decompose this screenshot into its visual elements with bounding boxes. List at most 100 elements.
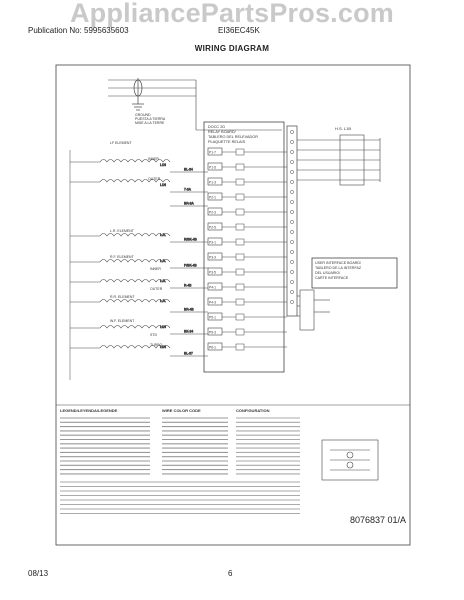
pin-mark (290, 280, 294, 284)
ground-symbol (132, 78, 144, 111)
relay (207, 147, 223, 156)
wire-code: P/BK-4B (184, 264, 197, 268)
relay-contact (235, 298, 245, 306)
relay-contact (235, 148, 245, 156)
pin-mark (290, 200, 294, 204)
element-label: TURBO (150, 343, 163, 347)
pin-mark (290, 270, 294, 274)
relay (207, 192, 223, 201)
relay-contact (235, 328, 245, 336)
relay-contact (235, 343, 245, 351)
relay (207, 162, 223, 171)
pin-mark (290, 190, 294, 194)
relay (207, 207, 223, 216)
relay (207, 237, 223, 246)
config-title: CONFIGURATION (236, 408, 270, 413)
element-label: INNER (148, 157, 159, 161)
connector-label: L1N (160, 345, 167, 349)
board-pin-label: P3-3 (209, 256, 216, 260)
board-label-4: PLAQUETTE RELAIS (208, 140, 246, 144)
legend-title: LEGEND/LEYENDA/LEGENDE (60, 408, 118, 413)
pin-marks (290, 130, 294, 304)
connector-label: L.R. (160, 233, 166, 237)
relay-contact (235, 253, 245, 261)
pin-mark (290, 260, 294, 264)
board-pin-label: P1-3 (209, 181, 216, 185)
diagram-frame (55, 64, 411, 546)
interface-label-2: TABLERO DE LA INTERFAZ (315, 266, 362, 270)
relay (207, 267, 223, 276)
interface-label-1: USER INTERFACE BOARD/ (315, 261, 361, 265)
interface-connectors (297, 289, 330, 331)
connector-label: L.R. (160, 259, 166, 263)
wire-code: R/BK-4B (184, 238, 198, 242)
board-pin-label: P5-3 (209, 331, 216, 335)
pin-mark (290, 290, 294, 294)
element-coil (99, 279, 171, 283)
wire-code: BK-34 (184, 330, 193, 334)
ground-label-1: GROUND (135, 113, 151, 117)
board-pin-label: P2-1 (209, 196, 216, 200)
user-interface-board (311, 257, 398, 289)
pin-mark (290, 210, 294, 214)
board-pin-label: P3-5 (209, 271, 216, 275)
board-pin-label: P4-3 (209, 301, 216, 305)
board-pin-label: P1-7 (209, 151, 216, 155)
element-coil (99, 179, 171, 183)
publication-number: Publication No: 5995635603 (28, 26, 129, 35)
board-pin-label: P6-1 (209, 346, 216, 350)
relay (207, 252, 223, 261)
relay-contact (235, 238, 245, 246)
board-label-2: RELAY BOARD/ (208, 130, 237, 134)
pin-mark (290, 230, 294, 234)
connector-label: L.R. (160, 279, 166, 283)
relay (207, 297, 223, 306)
relay-contact (235, 283, 245, 291)
pin-mark (290, 220, 294, 224)
interface-label-4: CARTE INTERFACE (315, 276, 349, 280)
pin-mark (290, 170, 294, 174)
element-label: OUTER (148, 177, 161, 181)
board-pin-label: P3-1 (209, 241, 216, 245)
model-number: EI36EC45K (218, 26, 260, 35)
wire-code: R-4B (184, 284, 192, 288)
pin-mark (290, 150, 294, 154)
pin-mark (290, 130, 294, 134)
terminal-block-label: H.S. L1B (335, 126, 351, 131)
relay-contact (235, 193, 245, 201)
element-coil (99, 159, 171, 163)
relay (207, 342, 223, 351)
relay (207, 312, 223, 321)
footer-date: 08/13 (28, 569, 49, 578)
element-label: R.R. ELEMENT (110, 295, 135, 299)
footer-page: 6 (228, 569, 233, 578)
element-label: INNER (150, 267, 161, 271)
board-label-1: DOCC 2D (208, 125, 225, 129)
board-pin-label: P2-5 (209, 226, 216, 230)
terminal-block (297, 134, 381, 186)
relay-group: P1-7P1-5P1-3P2-1P2-3P2-5P3-1P3-3P3-5P4-1… (207, 147, 287, 351)
pin-column (286, 125, 298, 317)
element-coil (99, 233, 171, 237)
relay-contact (235, 178, 245, 186)
ground-label-2: PUESTA A TIERRA (135, 117, 166, 121)
board-pin-label: P1-5 (209, 166, 216, 170)
relay-contact (235, 313, 245, 321)
legend-text-lines (60, 417, 300, 515)
wire-code: BL-34 (184, 168, 193, 172)
wire-code: 7-3A (184, 188, 192, 192)
element-label: OUTER (150, 287, 163, 291)
relay-contact (235, 208, 245, 216)
pin-mark (290, 180, 294, 184)
pin-mark (290, 240, 294, 244)
supply-lines (108, 79, 282, 131)
element-coil (99, 259, 171, 263)
element-coil (99, 299, 171, 303)
relay (207, 327, 223, 336)
watermark: AppliancePartsPros.com (69, 0, 394, 28)
connector-label: L1N (160, 183, 167, 187)
element-label: W.F. ELEMENT (110, 319, 135, 323)
wire-code: BR-4B (184, 308, 195, 312)
board-pin-label: P4-1 (209, 286, 216, 290)
board-label-3: TABLERO DEL RELEVADOR (208, 135, 258, 139)
